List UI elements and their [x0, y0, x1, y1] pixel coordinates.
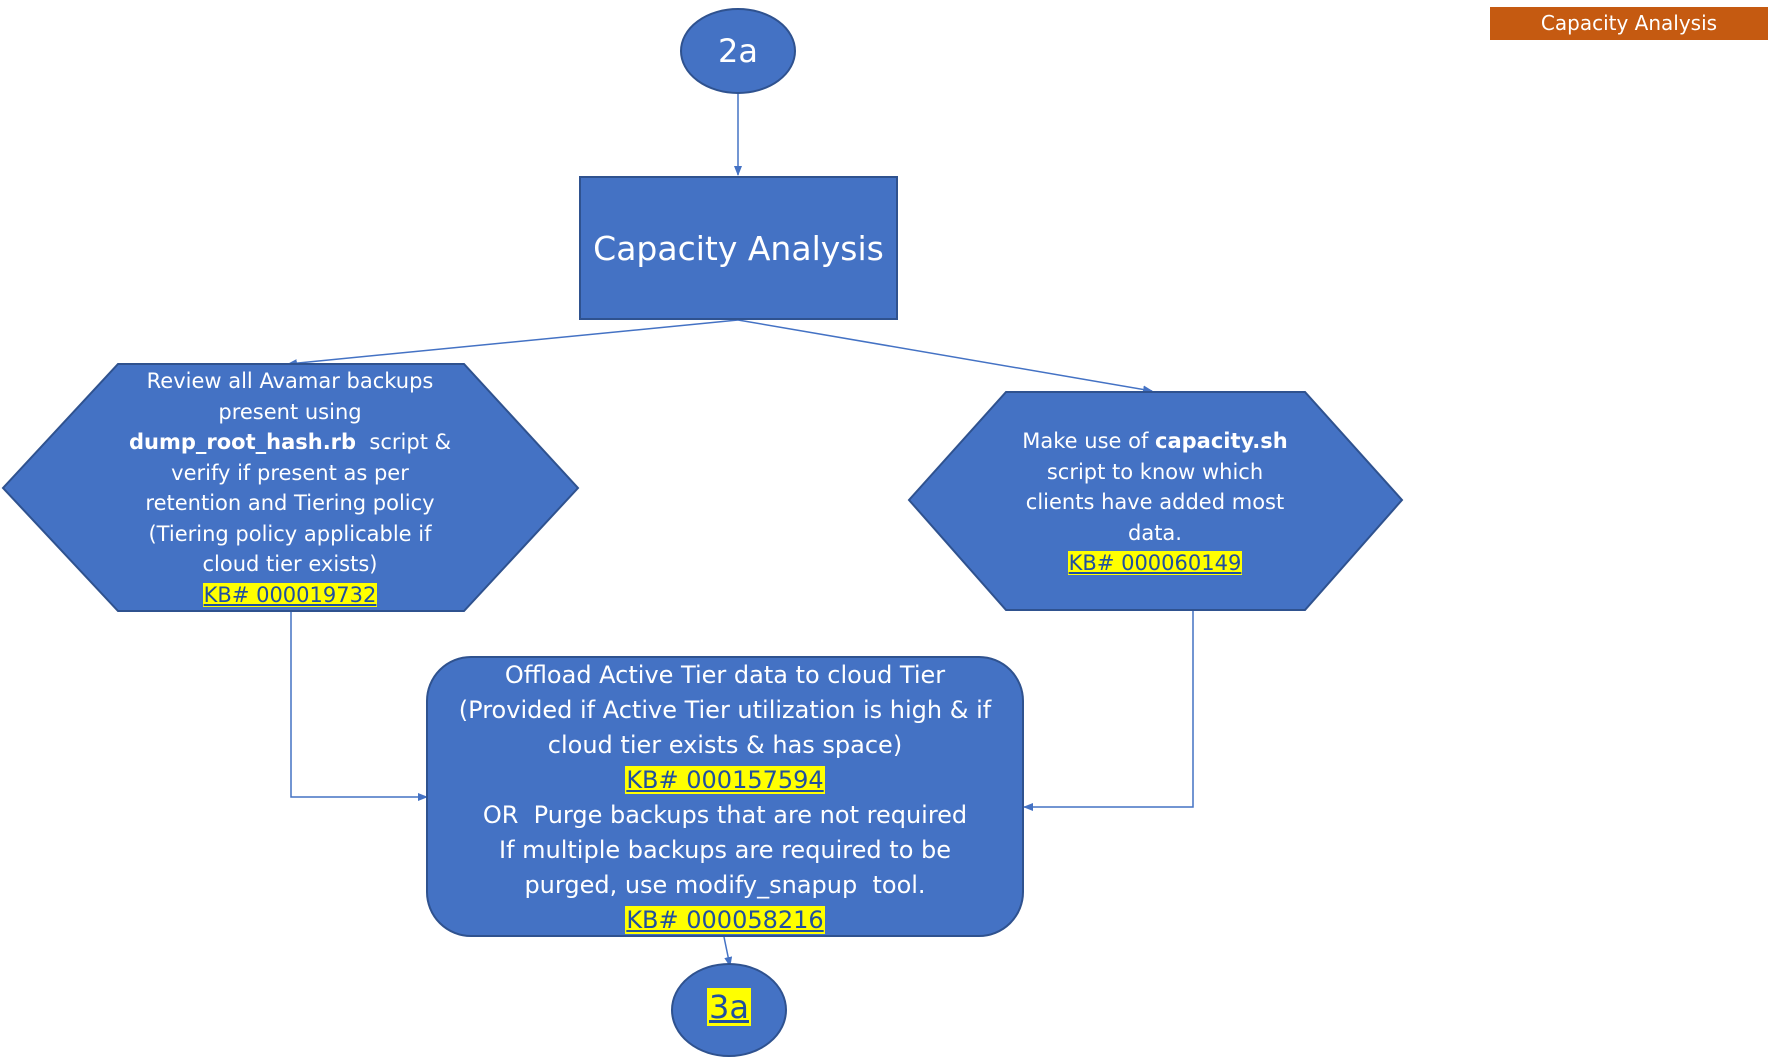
right-node-text: Make use of capacity.sh script to know w…: [1005, 426, 1305, 579]
right-node-line-1-pre: Make use of: [1022, 429, 1156, 453]
bottom-node-line-2: (Provided if Active Tier utilization is …: [458, 696, 992, 724]
right-node-line-1: Make use of capacity.sh: [1005, 426, 1305, 457]
connector-bottom-to-3a: [723, 936, 733, 967]
right-node-line-3: clients have added most: [1025, 490, 1285, 514]
connector-capacity-to-right: [737, 319, 1153, 394]
bottom-node-line-6: purged, use modify_snapup tool.: [524, 871, 926, 899]
bottom-node-line-3: cloud tier exists & has space): [547, 731, 903, 759]
left-node-line-3: dump_root_hash.rb script &: [90, 427, 490, 458]
end-connector-label: 3a: [672, 985, 786, 1029]
left-node-text: Review all Avamar backups present using …: [90, 366, 490, 610]
right-node-line-4: data.: [1128, 520, 1182, 545]
left-node-line-5: retention and Tiering policy: [145, 491, 435, 515]
bottom-node-line-4: OR Purge backups that are not required: [482, 801, 968, 829]
script-name-dump-root-hash: dump_root_hash.rb: [128, 430, 357, 454]
kb-link-000060149[interactable]: KB# 000060149: [1067, 551, 1243, 575]
offload-purge-box: [426, 656, 1024, 937]
connector-right-to-bottom: [1023, 611, 1194, 811]
bottom-node-text: Offload Active Tier data to cloud Tier (…: [430, 658, 1020, 938]
right-node-line-2: script to know which: [1046, 459, 1264, 484]
left-node-line-2: present using: [218, 399, 362, 424]
left-node-line-6: (Tiering policy applicable if: [148, 521, 432, 546]
bottom-node-line-5: If multiple backups are required to be: [498, 836, 951, 864]
left-node-line-4: verify if present as per: [171, 460, 409, 485]
left-node-line-7: cloud tier exists): [202, 552, 378, 576]
end-connector-link-3a[interactable]: 3a: [707, 988, 751, 1026]
connector-left-to-bottom: [290, 611, 428, 801]
left-review-hexagon: [1, 363, 580, 612]
right-capacity-hexagon: [907, 391, 1404, 611]
start-connector-circle: [680, 8, 796, 94]
kb-link-000019732[interactable]: KB# 000019732: [202, 582, 378, 607]
capacity-analysis-box: [579, 176, 898, 320]
left-node-line-1: Review all Avamar backups: [146, 369, 434, 393]
left-node-line-3-rest: script &: [356, 430, 451, 454]
script-name-capacity-sh: capacity.sh: [1155, 429, 1288, 453]
start-connector-label: 2a: [718, 32, 758, 70]
connector-capacity-to-left: [287, 319, 739, 368]
header-tag: Capacity Analysis: [1490, 7, 1768, 40]
bottom-node-line-1: Offload Active Tier data to cloud Tier: [504, 661, 946, 689]
kb-link-000157594[interactable]: KB# 000157594: [625, 766, 825, 794]
capacity-analysis-label: Capacity Analysis: [593, 229, 884, 268]
kb-link-000058216[interactable]: KB# 000058216: [625, 906, 825, 934]
